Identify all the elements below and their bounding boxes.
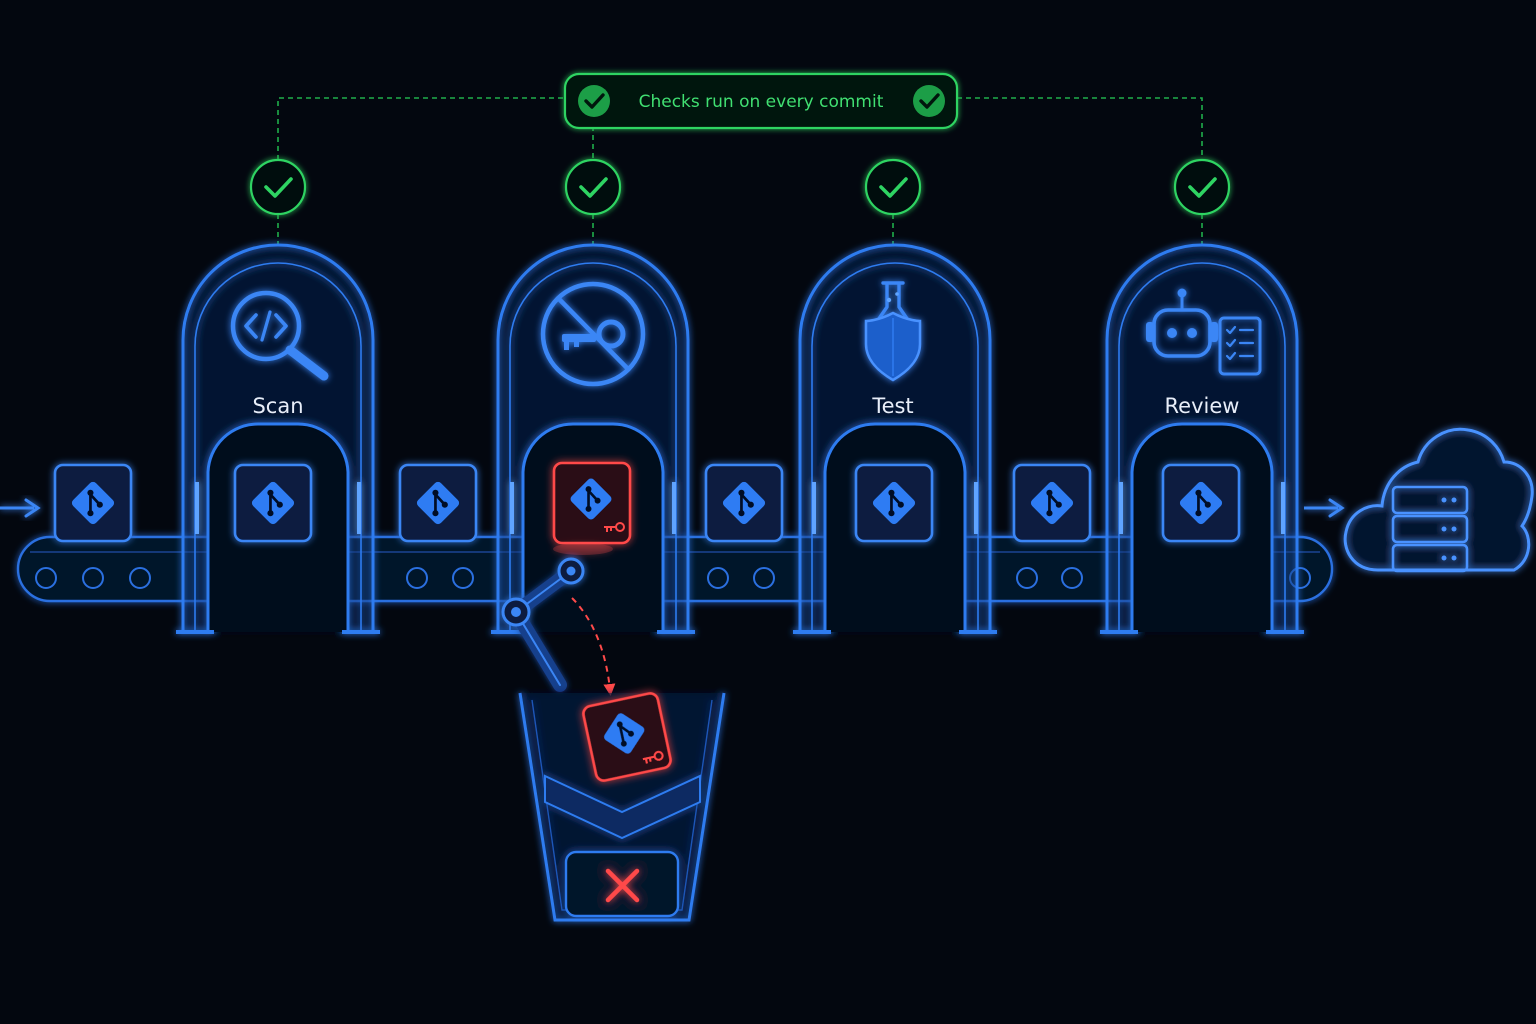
rejected-commit-in-bin [582,692,672,782]
git-commit-icon [398,463,478,543]
flask-shield-icon [864,281,922,382]
banner-check-icon-right [913,85,945,117]
gate-secrets [491,243,695,634]
gate-review [1100,243,1304,634]
no-secrets-key-icon [540,281,646,387]
leaked-key-icon [604,522,625,532]
git-commit-icon [233,463,313,543]
gate-scan [176,243,380,634]
connector-left [277,97,565,160]
stage-label-test: Test [871,394,913,418]
reject-bin [518,692,726,922]
checks-banner: Checks run on every commit [563,72,959,130]
output-arrow-icon [1304,498,1345,518]
git-commit-icon [1012,463,1092,543]
input-arrow-icon [0,498,41,518]
cloud-server-icon [1343,427,1534,573]
git-commit-icon [854,463,934,543]
banner-text: Checks run on every commit [639,92,884,112]
reject-trajectory [571,597,616,696]
check-icon [864,158,922,216]
check-icon [1173,158,1231,216]
leaked-key-icon [642,750,664,764]
commit-blocks [53,461,1241,545]
check-icon [564,158,622,216]
x-mark-icon [605,868,640,903]
stage-label-scan: Scan [252,394,303,418]
gate-test [793,243,997,634]
banner-check-icon-left [578,85,610,117]
robotic-arm [501,543,613,692]
robot-checklist-icon [1146,288,1262,376]
connector-right [957,97,1203,160]
git-commit-icon [704,463,784,543]
stage-label-review: Review [1165,394,1240,418]
rejected-commit-on-belt [552,461,632,545]
stage-labels: Scan Test Review [252,394,1239,418]
check-icon [249,158,307,216]
git-commit-icon [1161,463,1241,543]
stage-check-badges [249,158,1231,216]
check-connectors [277,97,1203,244]
code-search-icon [230,290,329,381]
git-commit-icon [53,463,133,543]
